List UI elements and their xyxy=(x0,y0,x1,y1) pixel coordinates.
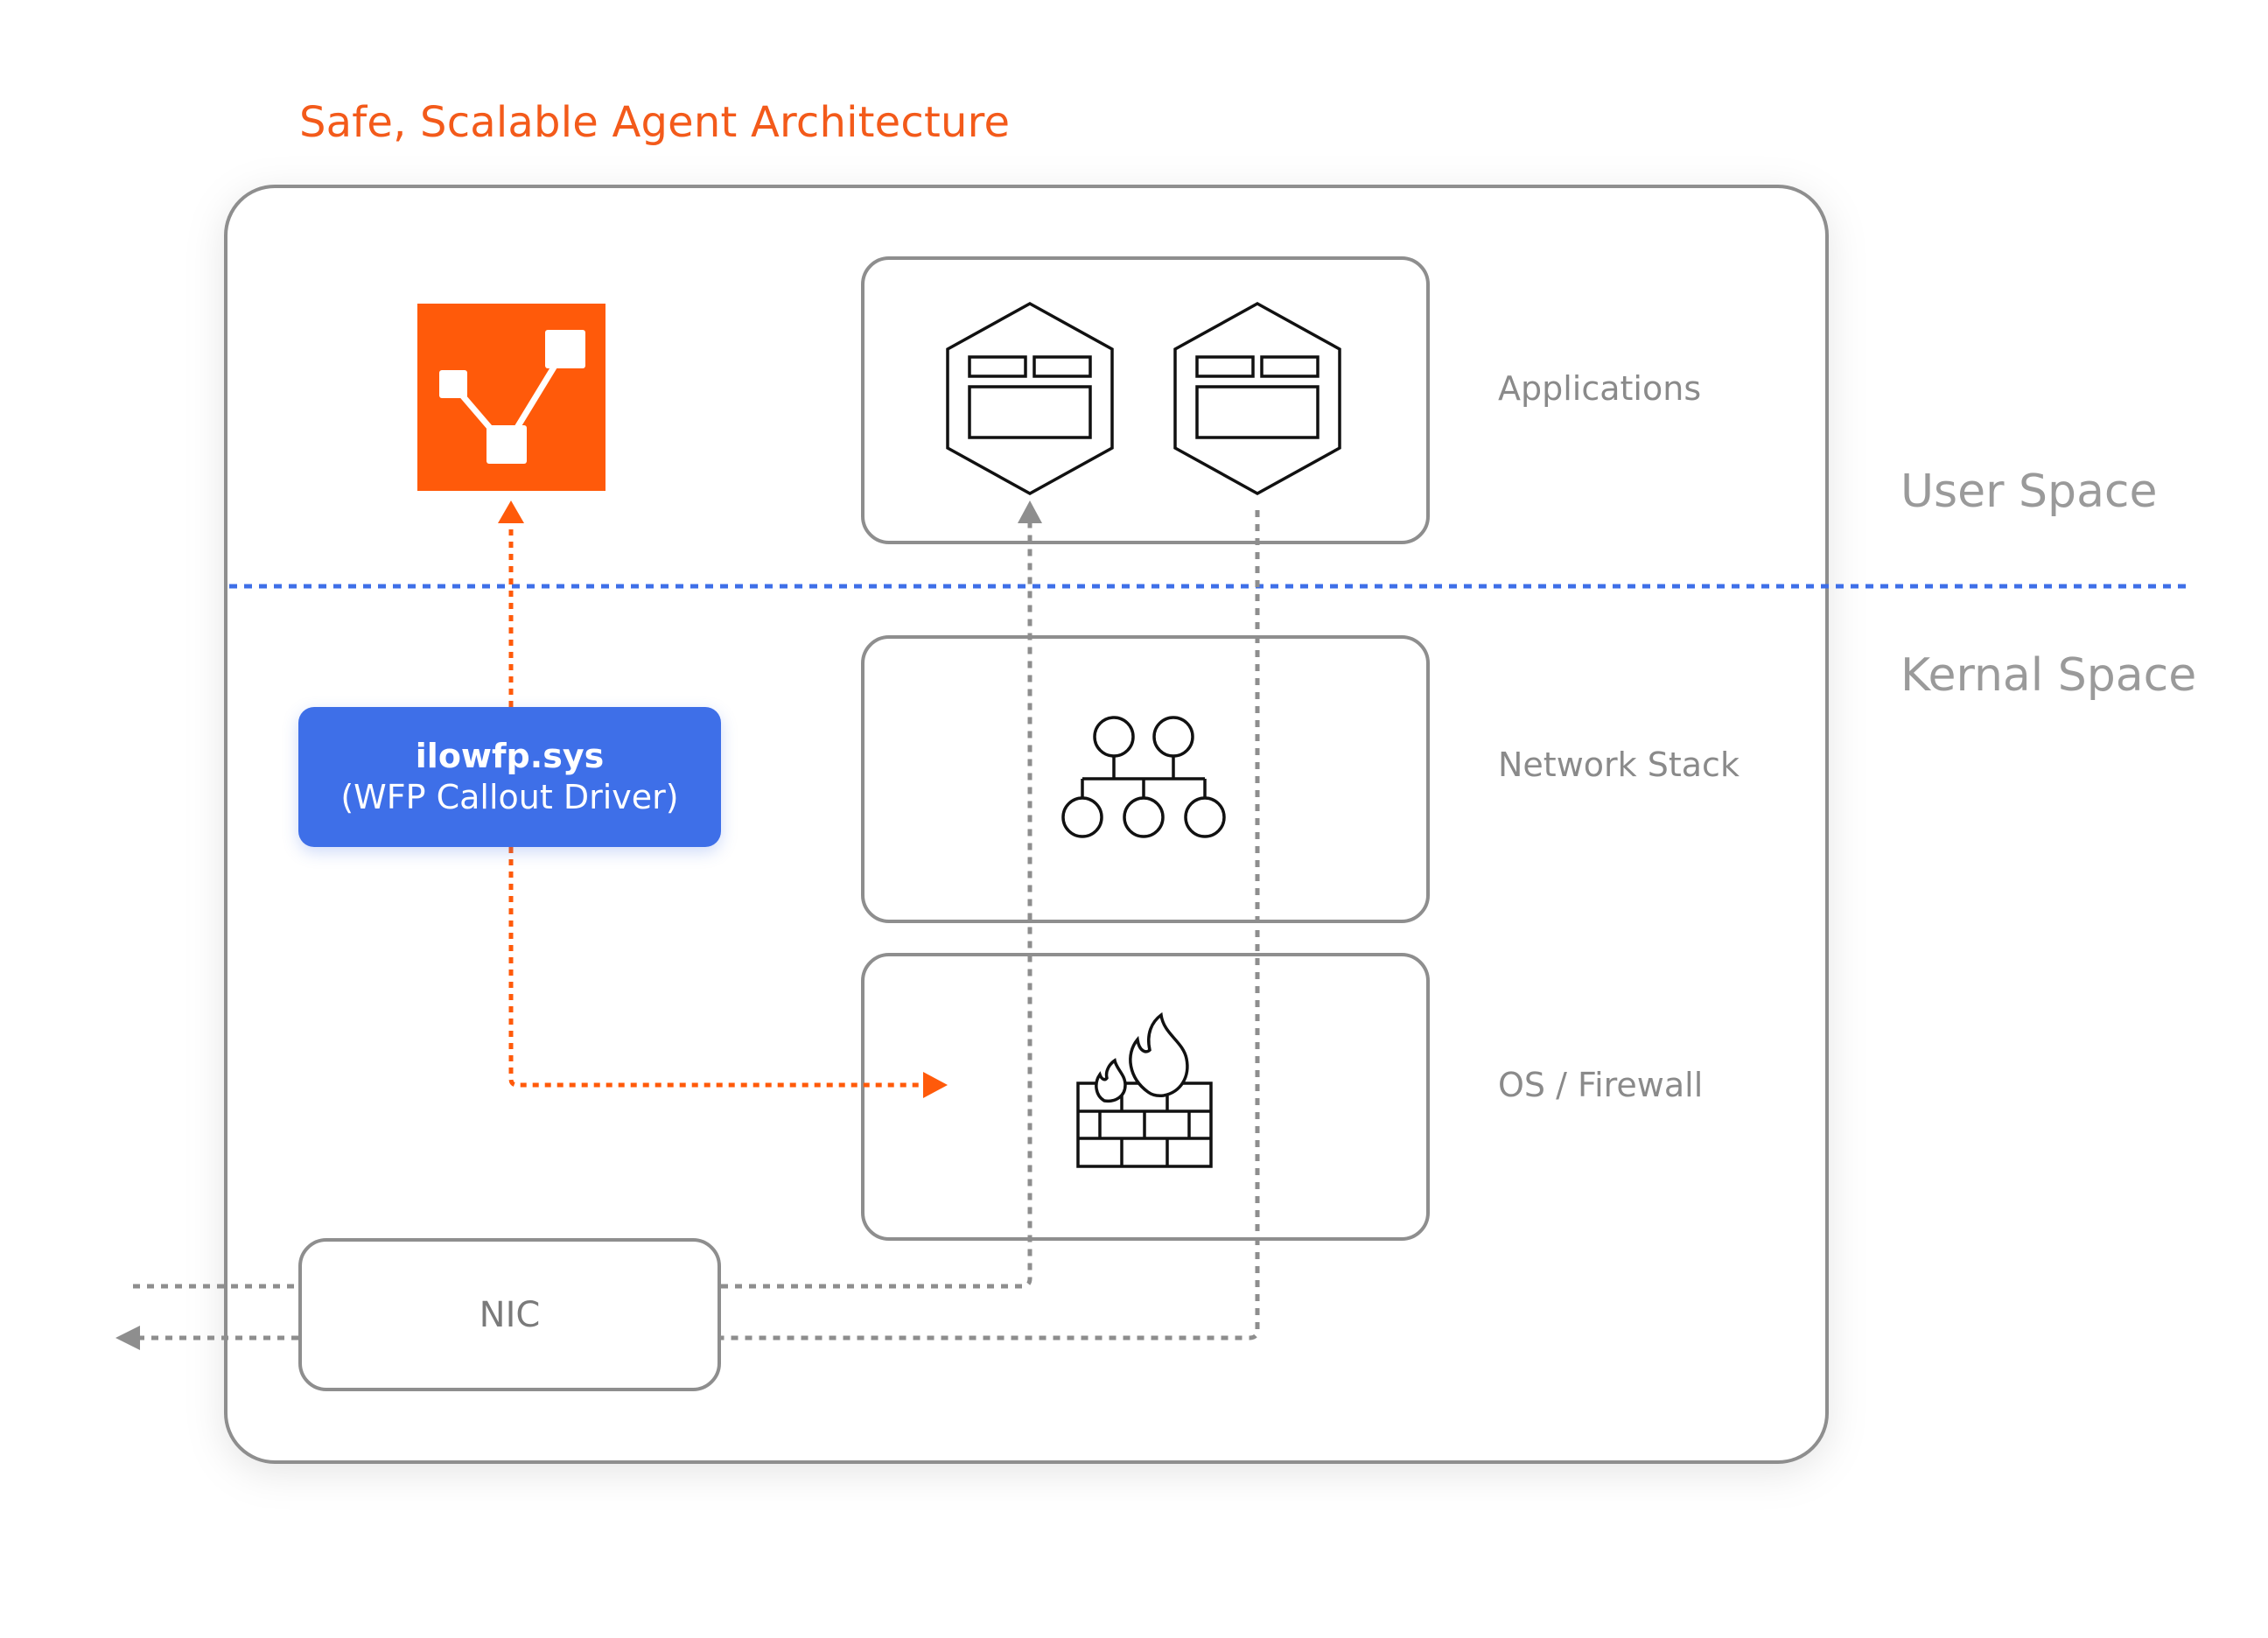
wfp-callout-driver: ilowfp.sys (WFP Callout Driver) xyxy=(298,707,721,847)
driver-to-firewall-path xyxy=(508,847,923,1088)
network-stack-label: Network Stack xyxy=(1498,746,1740,784)
firewall-icon xyxy=(1076,1012,1213,1168)
traffic-path-inbound xyxy=(133,521,1032,1289)
applications-label: Applications xyxy=(1498,369,1702,408)
diagram-title: Safe, Scalable Agent Architecture xyxy=(299,98,1011,147)
traffic-path-outbound xyxy=(140,510,1260,1340)
driver-name: ilowfp.sys xyxy=(415,736,605,775)
application-window-icon xyxy=(1173,302,1341,495)
firewall-arrow-head xyxy=(923,1072,948,1098)
user-space-label: User Space xyxy=(1900,466,2158,518)
application-window-icon xyxy=(946,302,1114,495)
firewall-panel xyxy=(861,953,1430,1241)
inbound-arrow-head xyxy=(1018,500,1042,523)
agent-arrow-head xyxy=(498,500,524,523)
agent-logo-icon xyxy=(417,304,606,491)
nic-box: NIC xyxy=(298,1238,721,1391)
nic-label: NIC xyxy=(479,1294,541,1335)
kernel-space-label: Kernal Space xyxy=(1900,649,2197,702)
driver-description: (WFP Callout Driver) xyxy=(340,778,679,816)
os-firewall-label: OS / Firewall xyxy=(1498,1066,1704,1104)
network-hierarchy-icon xyxy=(1061,716,1226,838)
outbound-arrow-head xyxy=(116,1326,140,1350)
